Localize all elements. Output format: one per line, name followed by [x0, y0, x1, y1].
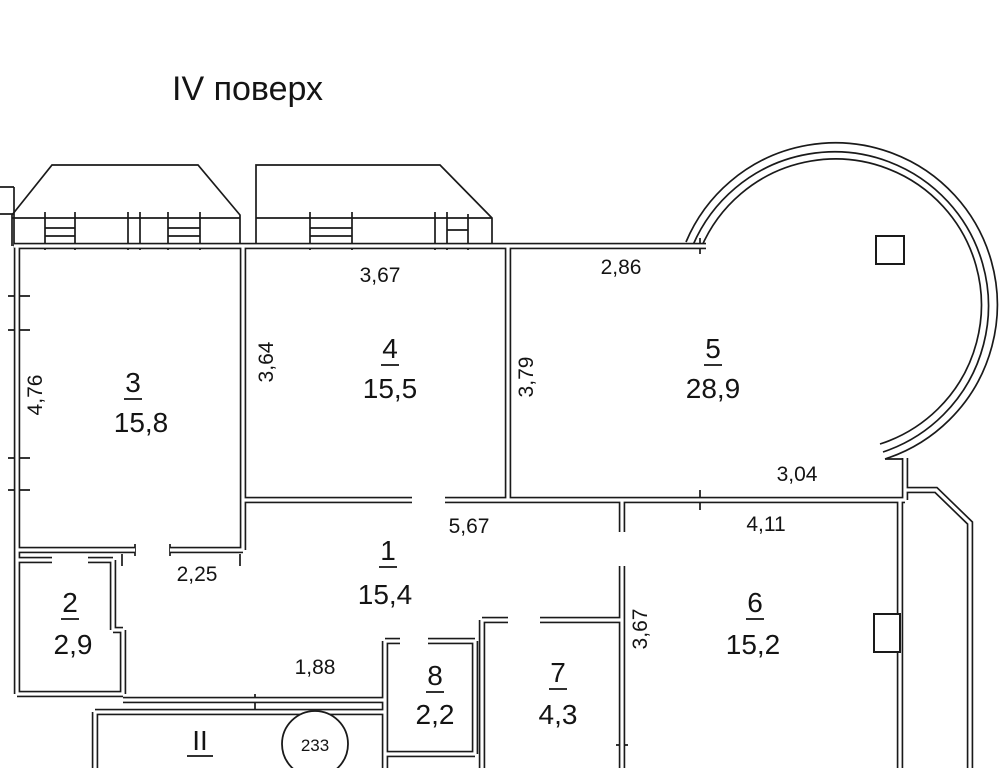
room-2-number: 2 — [62, 587, 78, 618]
room-1-area: 15,4 — [358, 579, 413, 610]
walls-hollow — [14, 244, 972, 768]
room-5-area: 28,9 — [686, 373, 741, 404]
room-4-number: 4 — [382, 333, 398, 364]
curved-bay-outer-arc — [685, 141, 999, 460]
curved-bay-mid-arc — [692, 151, 990, 453]
room-8-number: 8 — [427, 660, 443, 691]
room-3-area: 15,8 — [114, 407, 169, 438]
bay-window-middle — [255, 164, 493, 246]
dim-room5-bottom-width: 3,04 — [777, 463, 818, 486]
dimension-ticks — [121, 238, 701, 746]
stairwell-label: II — [192, 725, 208, 756]
dim-room1-bottom-width: 1,88 — [295, 656, 336, 679]
window-ticks-left — [44, 212, 201, 250]
window-ticks-middle — [309, 212, 469, 250]
room-5-number: 5 — [705, 333, 721, 364]
walls-layer — [13, 235, 974, 768]
room-1-number: 1 — [380, 535, 396, 566]
dim-room1-top-width: 5,67 — [449, 515, 490, 538]
floor-title: IV поверх — [172, 70, 323, 108]
curved-bay-inner-arc — [700, 158, 983, 445]
unit-number-label: 233 — [301, 736, 329, 755]
dim-room5-left-height: 3,79 — [515, 357, 538, 398]
dim-room6-left-height: 3,67 — [629, 609, 652, 650]
room-3-number: 3 — [125, 367, 141, 398]
dim-room1-left-width: 2,25 — [177, 563, 218, 586]
dim-room6-top-width: 4,11 — [746, 513, 785, 536]
room-4-area: 15,5 — [363, 373, 418, 404]
dim-room4-left-height: 3,64 — [255, 341, 278, 382]
unit-number-circle — [281, 710, 349, 768]
room-2-area: 2,9 — [54, 629, 93, 660]
window-bays-layer — [0, 141, 999, 746]
dim-room4-top-width: 3,67 — [360, 264, 401, 287]
walls-outline — [13, 242, 974, 768]
room-6-area: 15,2 — [726, 629, 781, 660]
room-number-underlines — [61, 364, 764, 757]
room-7-area: 4,3 — [539, 699, 578, 730]
bay-window-left — [11, 164, 241, 246]
room-6-number: 6 — [747, 587, 763, 618]
dim-room5-top-width: 2,86 — [601, 256, 642, 279]
wall-pilaster-room6 — [873, 613, 901, 653]
column-marker — [875, 235, 905, 265]
room-7-number: 7 — [550, 657, 566, 688]
dim-room3-left-height: 4,76 — [24, 375, 47, 416]
wall-stub-top-left — [0, 186, 15, 246]
room-8-area: 2,2 — [416, 699, 455, 730]
